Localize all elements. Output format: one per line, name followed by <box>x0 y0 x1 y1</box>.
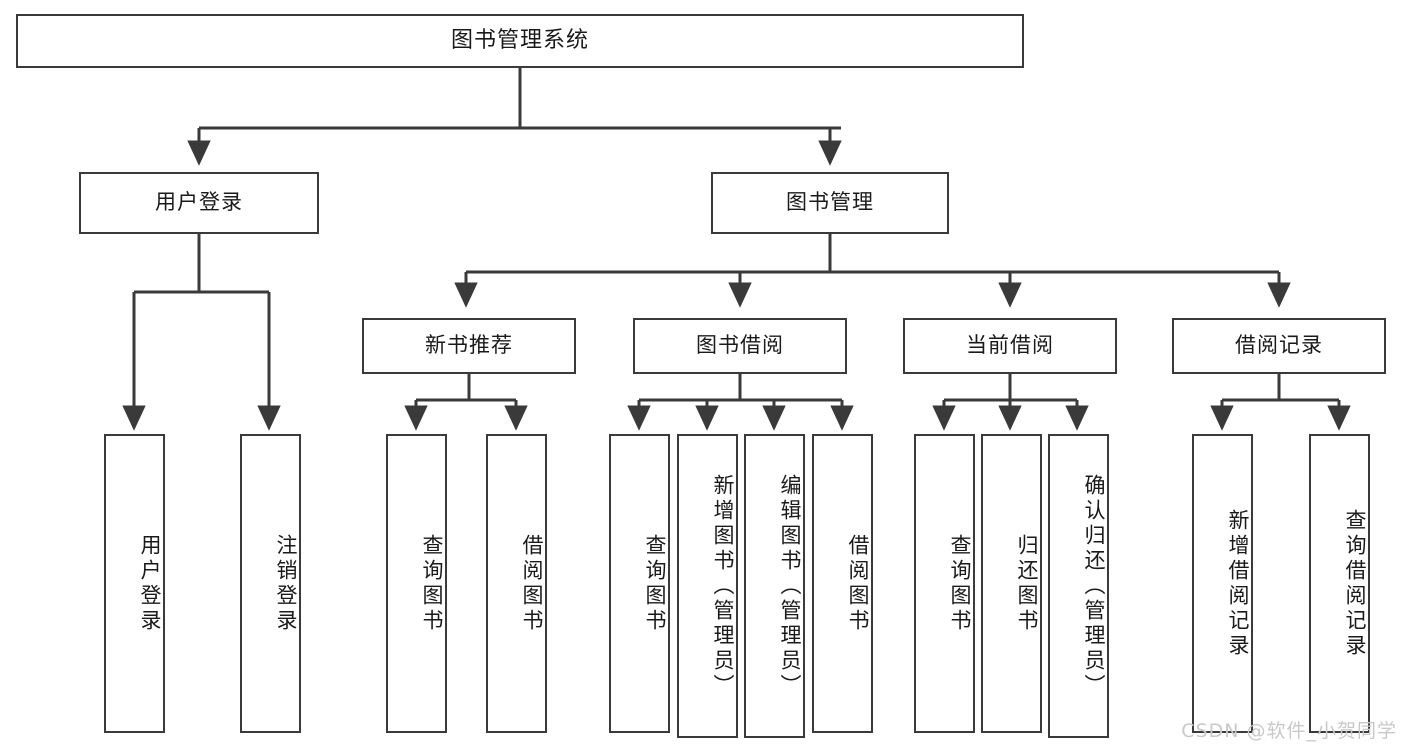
leaf-confirm-return[interactable]: 确认归还（管理员） <box>1048 434 1109 738</box>
node-borrow-record[interactable]: 借阅记录 <box>1172 318 1386 374</box>
node-book-manage[interactable]: 图书管理 <box>711 172 949 234</box>
leaf-logout-label: 注销登录 <box>274 533 298 634</box>
leaf-query-book-1[interactable]: 查询图书 <box>386 434 447 733</box>
leaf-query-book-2[interactable]: 查询图书 <box>609 434 670 733</box>
leaf-borrow-book-1-label: 借阅图书 <box>520 533 544 634</box>
leaf-add-book[interactable]: 新增图书（管理员） <box>677 434 738 738</box>
node-current-borrow-label: 当前借阅 <box>966 333 1054 358</box>
leaf-add-record[interactable]: 新增借阅记录 <box>1192 434 1253 733</box>
leaf-query-book-3-label: 查询图书 <box>948 533 972 634</box>
leaf-query-book-1-label: 查询图书 <box>420 533 444 634</box>
node-book-borrow[interactable]: 图书借阅 <box>633 318 847 374</box>
leaf-add-record-label: 新增借阅记录 <box>1226 508 1250 659</box>
leaf-logout[interactable]: 注销登录 <box>240 434 301 733</box>
node-user-login-label: 用户登录 <box>155 190 243 215</box>
node-new-book-recommend-label: 新书推荐 <box>425 333 513 358</box>
leaf-user-login-label: 用户登录 <box>138 533 162 634</box>
leaf-return-book[interactable]: 归还图书 <box>981 434 1042 733</box>
node-current-borrow[interactable]: 当前借阅 <box>903 318 1117 374</box>
leaf-borrow-book-2-label: 借阅图书 <box>846 533 870 634</box>
leaf-borrow-book-1[interactable]: 借阅图书 <box>486 434 547 733</box>
leaf-add-book-label: 新增图书（管理员） <box>711 473 735 699</box>
leaf-edit-book-label: 编辑图书（管理员） <box>778 473 802 699</box>
leaf-edit-book[interactable]: 编辑图书（管理员） <box>744 434 805 738</box>
node-borrow-record-label: 借阅记录 <box>1235 333 1323 358</box>
leaf-confirm-return-label: 确认归还（管理员） <box>1082 473 1106 699</box>
node-root[interactable]: 图书管理系统 <box>16 14 1024 68</box>
leaf-borrow-book-2[interactable]: 借阅图书 <box>812 434 873 733</box>
node-user-login[interactable]: 用户登录 <box>79 172 319 234</box>
leaf-query-book-3[interactable]: 查询图书 <box>914 434 975 733</box>
node-root-label: 图书管理系统 <box>450 27 589 53</box>
csdn-watermark: CSDN @软件_小贺同学 <box>1181 720 1397 742</box>
node-book-borrow-label: 图书借阅 <box>696 333 784 358</box>
node-book-manage-label: 图书管理 <box>786 190 874 215</box>
leaf-return-book-label: 归还图书 <box>1015 533 1039 634</box>
leaf-query-record[interactable]: 查询借阅记录 <box>1309 434 1370 733</box>
leaf-query-book-2-label: 查询图书 <box>643 533 667 634</box>
node-new-book-recommend[interactable]: 新书推荐 <box>362 318 576 374</box>
leaf-user-login[interactable]: 用户登录 <box>104 434 165 733</box>
leaf-query-record-label: 查询借阅记录 <box>1343 508 1367 659</box>
